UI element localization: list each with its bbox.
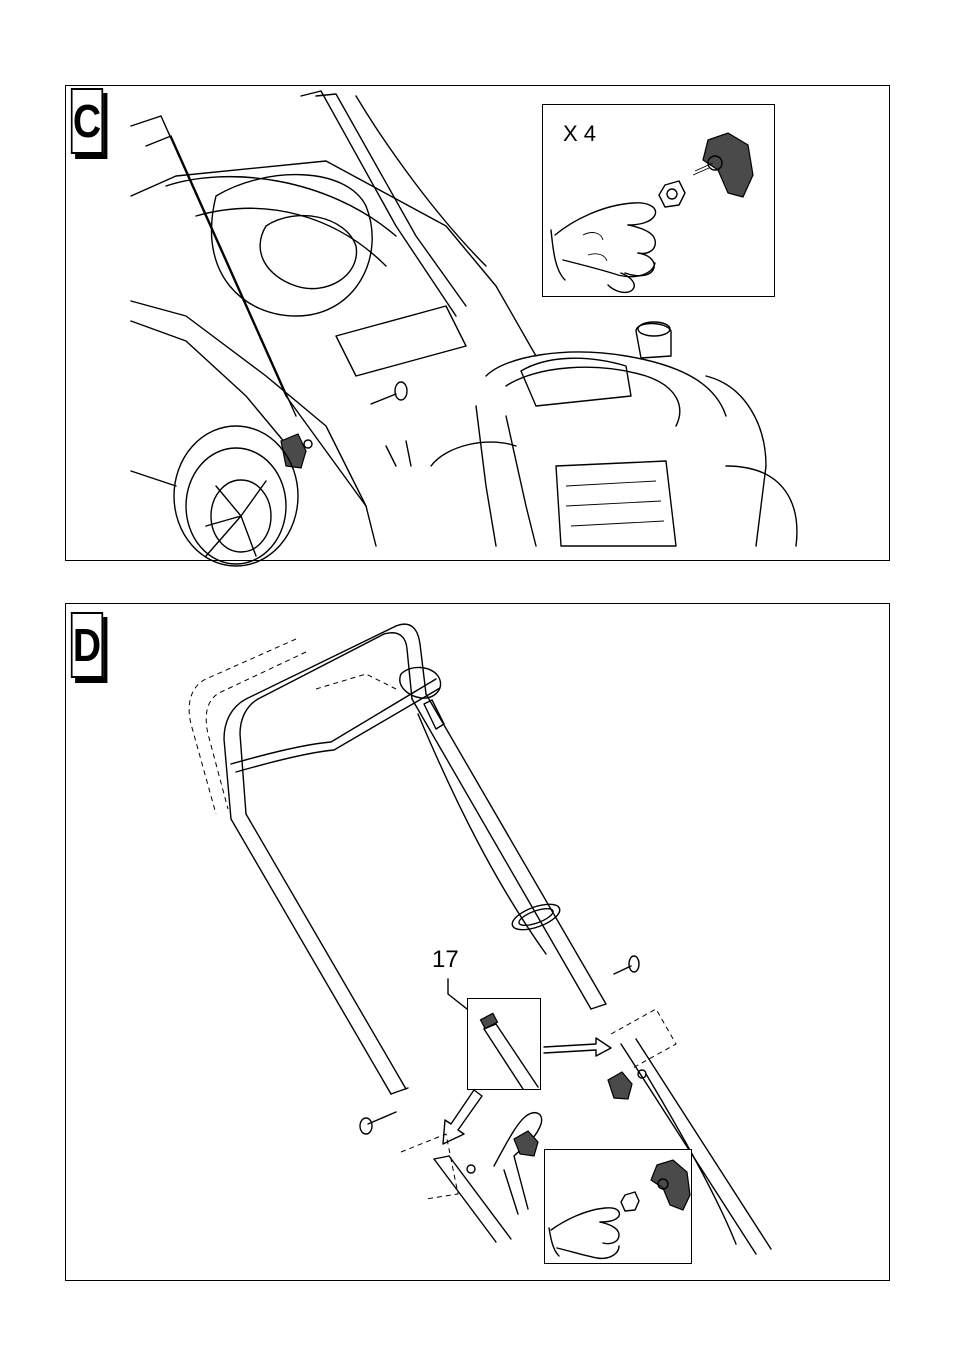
handle-assembly-illustration xyxy=(66,604,891,1282)
knob-quantity-inset: X 4 xyxy=(542,104,775,297)
hand-tightening-icon xyxy=(543,105,776,298)
hand-tightening-icon-2 xyxy=(545,1150,693,1265)
panel-label-d: D xyxy=(71,612,103,678)
panel-label-c: C xyxy=(71,88,103,154)
panel-d: D 17 xyxy=(65,603,890,1281)
tube-detail-drawing xyxy=(468,999,542,1091)
tube-detail-inset xyxy=(467,998,541,1090)
part-callout-number: 17 xyxy=(432,946,459,974)
panel-c: C X 4 xyxy=(65,85,890,561)
hand-tightening-inset xyxy=(544,1149,692,1264)
